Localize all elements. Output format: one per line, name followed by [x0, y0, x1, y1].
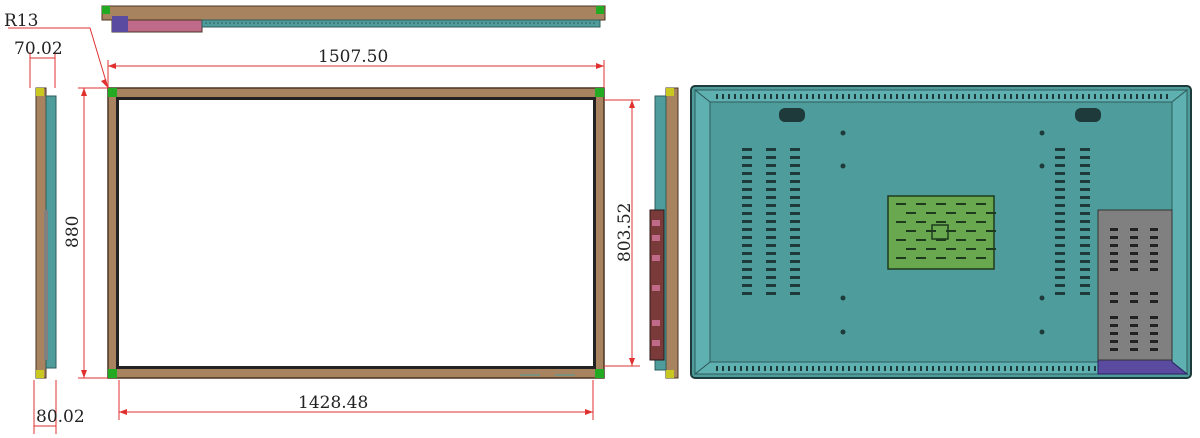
speaker-grille-right: [1075, 108, 1101, 122]
active-height-label: 803.52: [615, 203, 635, 262]
screen: [119, 100, 593, 366]
side-depth-bottom-label: 80.02: [36, 407, 85, 427]
right-side-view: [649, 87, 679, 379]
back-view: [690, 85, 1192, 379]
overall-height-label: 880: [63, 216, 83, 248]
vesa-plate: [887, 195, 995, 270]
vent-slots-left: [742, 148, 800, 295]
vent-slots-right: [1055, 148, 1090, 295]
edge-ventilation: [716, 94, 1168, 371]
vesa-slots: [896, 203, 996, 259]
active-width-label: 1428.48: [298, 393, 368, 413]
front-view: [107, 87, 605, 379]
dimension-arrows: [81, 63, 635, 415]
mounting-holes: [840, 130, 1045, 335]
radius-label: R13: [4, 11, 38, 31]
left-side-view: [35, 87, 57, 379]
side-depth-top-label: 70.02: [14, 39, 63, 59]
top-view: [101, 5, 606, 33]
overall-width-label: 1507.50: [318, 47, 388, 67]
dimension-lines: [8, 27, 640, 434]
control-box: [1097, 209, 1173, 361]
speaker-grille-left: [779, 108, 805, 122]
control-box-slots: [1110, 228, 1158, 351]
